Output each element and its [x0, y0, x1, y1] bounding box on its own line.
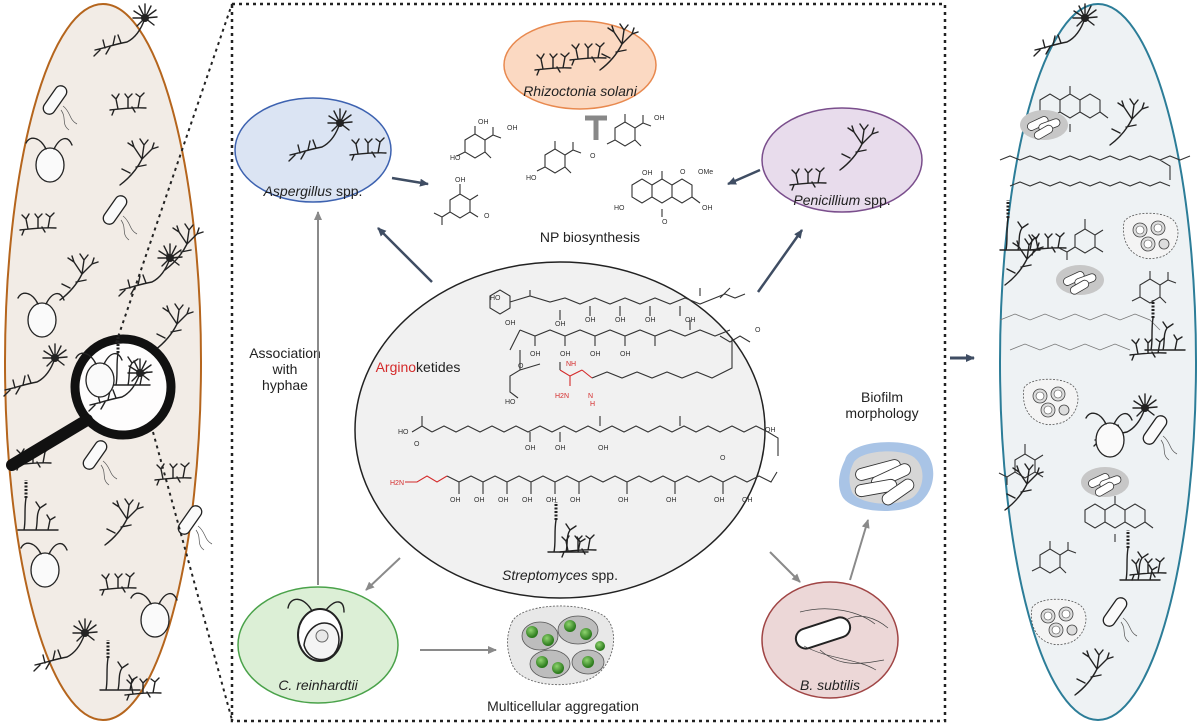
magnifier-icon [6, 333, 176, 471]
association-line-1: Association [249, 345, 321, 361]
np-biosynthesis-label: NP biosynthesis [540, 229, 640, 245]
chem-label: OH [620, 351, 631, 358]
chem-label: O [720, 455, 726, 462]
chem-label: O [680, 169, 686, 176]
association-line-3: hyphae [262, 377, 308, 393]
penicillium-label: Penicillium spp. [793, 192, 890, 208]
arrow-center-to-chlamy [365, 557, 401, 591]
chem-label: OMe [698, 169, 713, 176]
chem-label: OH [530, 351, 541, 358]
arrow-center-to-aspergillus [377, 227, 433, 283]
rhizoctonia-node: Rhizoctonia solani [503, 20, 657, 110]
arrows [314, 168, 975, 654]
chem-label: HO [450, 155, 461, 162]
chem-label: NH [566, 361, 576, 368]
arginoketides-label: Arginoketides [376, 359, 461, 375]
aspergillus-label: Aspergillus spp. [263, 183, 363, 199]
chem-label: OH [455, 177, 466, 184]
association-label: Association with hyphae [249, 345, 321, 393]
bsubtilis-node: B. subtilis [761, 581, 899, 699]
right-community-ellipse [998, 3, 1197, 721]
chem-label: OH [546, 497, 557, 504]
chem-label: H [590, 401, 595, 408]
aspergillus-node: Aspergillus spp. [234, 97, 392, 203]
chem-label: OH [714, 497, 725, 504]
central-panel-frame [230, 2, 947, 723]
penicillium-node: Penicillium spp. [761, 107, 923, 213]
chem-label: O [484, 213, 490, 220]
chem-label: H2N [390, 480, 404, 487]
chem-label: OH [522, 497, 533, 504]
chem-label: OH [642, 170, 653, 177]
chem-label: HO [526, 175, 537, 182]
chem-label: OH [560, 351, 571, 358]
chem-label: OH [498, 497, 509, 504]
chem-label: HO [490, 295, 501, 302]
chem-label: N [588, 393, 593, 400]
chem-label: OH [570, 497, 581, 504]
streptomyces-node: HO OH OH OH OH OH OH OH OH OH OH O HO O … [354, 261, 779, 599]
chem-label: OH [505, 320, 516, 327]
chem-label: OH [685, 317, 696, 324]
chem-label: OH [765, 427, 776, 434]
chem-label: OH [702, 205, 713, 212]
biofilm-line-1: Biofilm [861, 389, 903, 405]
chem-label: H2N [555, 393, 569, 400]
chem-label: OH [654, 115, 665, 122]
chem-label: O [590, 153, 596, 160]
association-line-2: with [272, 361, 298, 377]
chem-label: OH [590, 351, 601, 358]
chem-label: HO [614, 205, 625, 212]
streptomyces-label: Streptomyces spp. [502, 567, 618, 583]
np-molecules: OH OH HO HO O OH OH O OH O OMe HO O OH [433, 113, 713, 226]
arrow-penicillium-to-np [727, 168, 761, 186]
zoom-lines [115, 3, 233, 721]
chem-label: OH [598, 445, 609, 452]
chem-label: OH [555, 445, 566, 452]
chem-label: O [662, 219, 668, 226]
chem-label: OH [525, 445, 536, 452]
inhibition-symbol [585, 115, 607, 140]
biofilm-line-2: morphology [845, 405, 918, 421]
arrow-bsubtilis-to-biofilm [849, 519, 870, 581]
bsubtilis-label: B. subtilis [800, 677, 860, 693]
chem-label: O [518, 363, 524, 370]
biofilm-label: Biofilm morphology [845, 389, 918, 421]
chem-label: OH [618, 497, 629, 504]
chem-label: OH [615, 317, 626, 324]
chem-label: OH [478, 119, 489, 126]
rhizoctonia-label: Rhizoctonia solani [523, 83, 638, 99]
arrow-center-to-penicillium [756, 229, 804, 293]
chem-label: O [414, 441, 420, 448]
chem-label: OH [645, 317, 656, 324]
chem-label: OH [474, 497, 485, 504]
arrow-aspergillus-to-np [391, 176, 429, 187]
chem-label: HO [505, 399, 516, 406]
chem-label: OH [450, 497, 461, 504]
aggregation-icon [507, 605, 615, 686]
chem-label: HO [398, 429, 409, 436]
chlamydomonas-node: C. reinhardtii [237, 586, 399, 704]
chem-label: OH [507, 125, 518, 132]
arrow-center-to-bsubtilis [769, 551, 801, 583]
biofilm-icon [838, 442, 934, 511]
chem-label: OH [555, 321, 566, 328]
chem-label: O [755, 327, 761, 334]
multicellular-label: Multicellular aggregation [487, 698, 639, 714]
chem-label: OH [666, 497, 677, 504]
chlamydomonas-label: C. reinhardtii [278, 677, 358, 693]
chem-label: OH [742, 497, 753, 504]
chem-label: OH [585, 317, 596, 324]
